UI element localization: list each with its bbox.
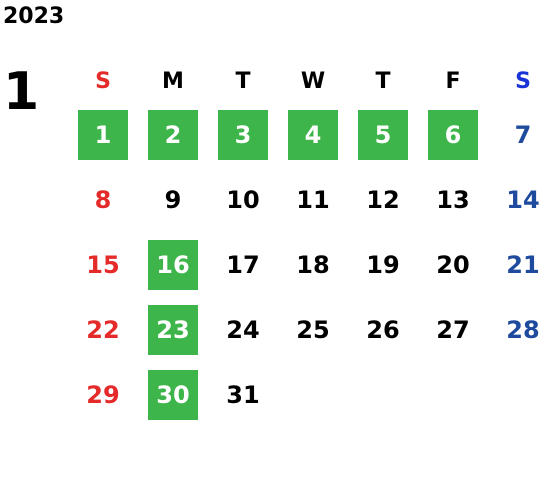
- weekday-header-thursday: T: [375, 68, 391, 94]
- day-number: 14: [506, 185, 540, 214]
- day-number: [358, 370, 408, 420]
- calendar-day-cell: 28: [488, 297, 548, 362]
- day-number: 10: [226, 185, 260, 214]
- day-number: 29: [86, 380, 120, 409]
- day-number: [498, 370, 548, 420]
- day-number: 12: [366, 185, 400, 214]
- highlighted-day-number: 16: [148, 239, 198, 290]
- calendar-day-cell: 29: [68, 362, 138, 427]
- calendar-day-cell: 12: [348, 167, 418, 232]
- calendar-day-cell: 7: [488, 102, 548, 167]
- calendar-day-cell: 23: [138, 297, 208, 362]
- highlighted-day-number: 6: [428, 109, 478, 160]
- day-number: 13: [436, 185, 470, 214]
- day-number: 21: [506, 250, 540, 279]
- day-number: 26: [366, 315, 400, 344]
- day-number: 7: [514, 120, 532, 149]
- weekday-header-sunday: S: [95, 68, 111, 94]
- day-number: [428, 370, 478, 420]
- calendar-day-cell: 22: [68, 297, 138, 362]
- calendar-day-cell: 11: [278, 167, 348, 232]
- calendar-day-cell: 31: [208, 362, 278, 427]
- calendar-day-cell: 20: [418, 232, 488, 297]
- calendar-month-number: 1: [3, 62, 40, 122]
- calendar-day-cell: 17: [208, 232, 278, 297]
- calendar-day-cell: 2: [138, 102, 208, 167]
- calendar-day-cell: 1: [68, 102, 138, 167]
- calendar-empty-cell: [488, 362, 548, 427]
- weekday-header-monday: M: [162, 68, 184, 94]
- calendar-year: 2023: [3, 4, 65, 29]
- calendar-day-cell: 13: [418, 167, 488, 232]
- calendar-day-cell: 6: [418, 102, 488, 167]
- calendar-day-cell: 3: [208, 102, 278, 167]
- calendar-empty-cell: [278, 362, 348, 427]
- highlighted-day-number: 2: [148, 109, 198, 160]
- day-number: 24: [226, 315, 260, 344]
- highlighted-day-number: 3: [218, 109, 268, 160]
- day-number: 17: [226, 250, 260, 279]
- day-number: [288, 370, 338, 420]
- highlighted-day-number: 5: [358, 109, 408, 160]
- weekday-header-saturday: S: [515, 68, 531, 94]
- calendar-day-cell: 4: [278, 102, 348, 167]
- calendar-day-cell: 15: [68, 232, 138, 297]
- calendar-day-cell: 10: [208, 167, 278, 232]
- weekday-header-friday: F: [445, 68, 461, 94]
- calendar-empty-cell: [418, 362, 488, 427]
- calendar-day-cell: 16: [138, 232, 208, 297]
- calendar-day-cell: 5: [348, 102, 418, 167]
- calendar-day-cell: 24: [208, 297, 278, 362]
- calendar-day-cell: 26: [348, 297, 418, 362]
- day-number: 19: [366, 250, 400, 279]
- day-number: 27: [436, 315, 470, 344]
- calendar-day-cell: 18: [278, 232, 348, 297]
- highlighted-day-number: 23: [148, 304, 198, 355]
- day-number: 15: [86, 250, 120, 279]
- day-number: 31: [226, 380, 260, 409]
- highlighted-day-number: 1: [78, 109, 128, 160]
- weekday-header-wednesday: W: [300, 68, 326, 94]
- day-number: 22: [86, 315, 120, 344]
- day-number: 20: [436, 250, 470, 279]
- calendar-day-cell: 19: [348, 232, 418, 297]
- calendar-day-cell: 14: [488, 167, 548, 232]
- calendar-day-cell: 9: [138, 167, 208, 232]
- day-number: 9: [164, 185, 182, 214]
- day-number: 25: [296, 315, 330, 344]
- calendar-day-cell: 25: [278, 297, 348, 362]
- highlighted-day-number: 4: [288, 109, 338, 160]
- day-number: 28: [506, 315, 540, 344]
- calendar-empty-cell: [348, 362, 418, 427]
- day-number: 8: [94, 185, 112, 214]
- weekday-header-tuesday: T: [235, 68, 251, 94]
- calendar-day-cell: 8: [68, 167, 138, 232]
- day-number: 18: [296, 250, 330, 279]
- day-number: 11: [296, 185, 330, 214]
- calendar-day-cell: 21: [488, 232, 548, 297]
- calendar-day-cell: 30: [138, 362, 208, 427]
- highlighted-day-number: 30: [148, 369, 198, 420]
- calendar-day-cell: 27: [418, 297, 488, 362]
